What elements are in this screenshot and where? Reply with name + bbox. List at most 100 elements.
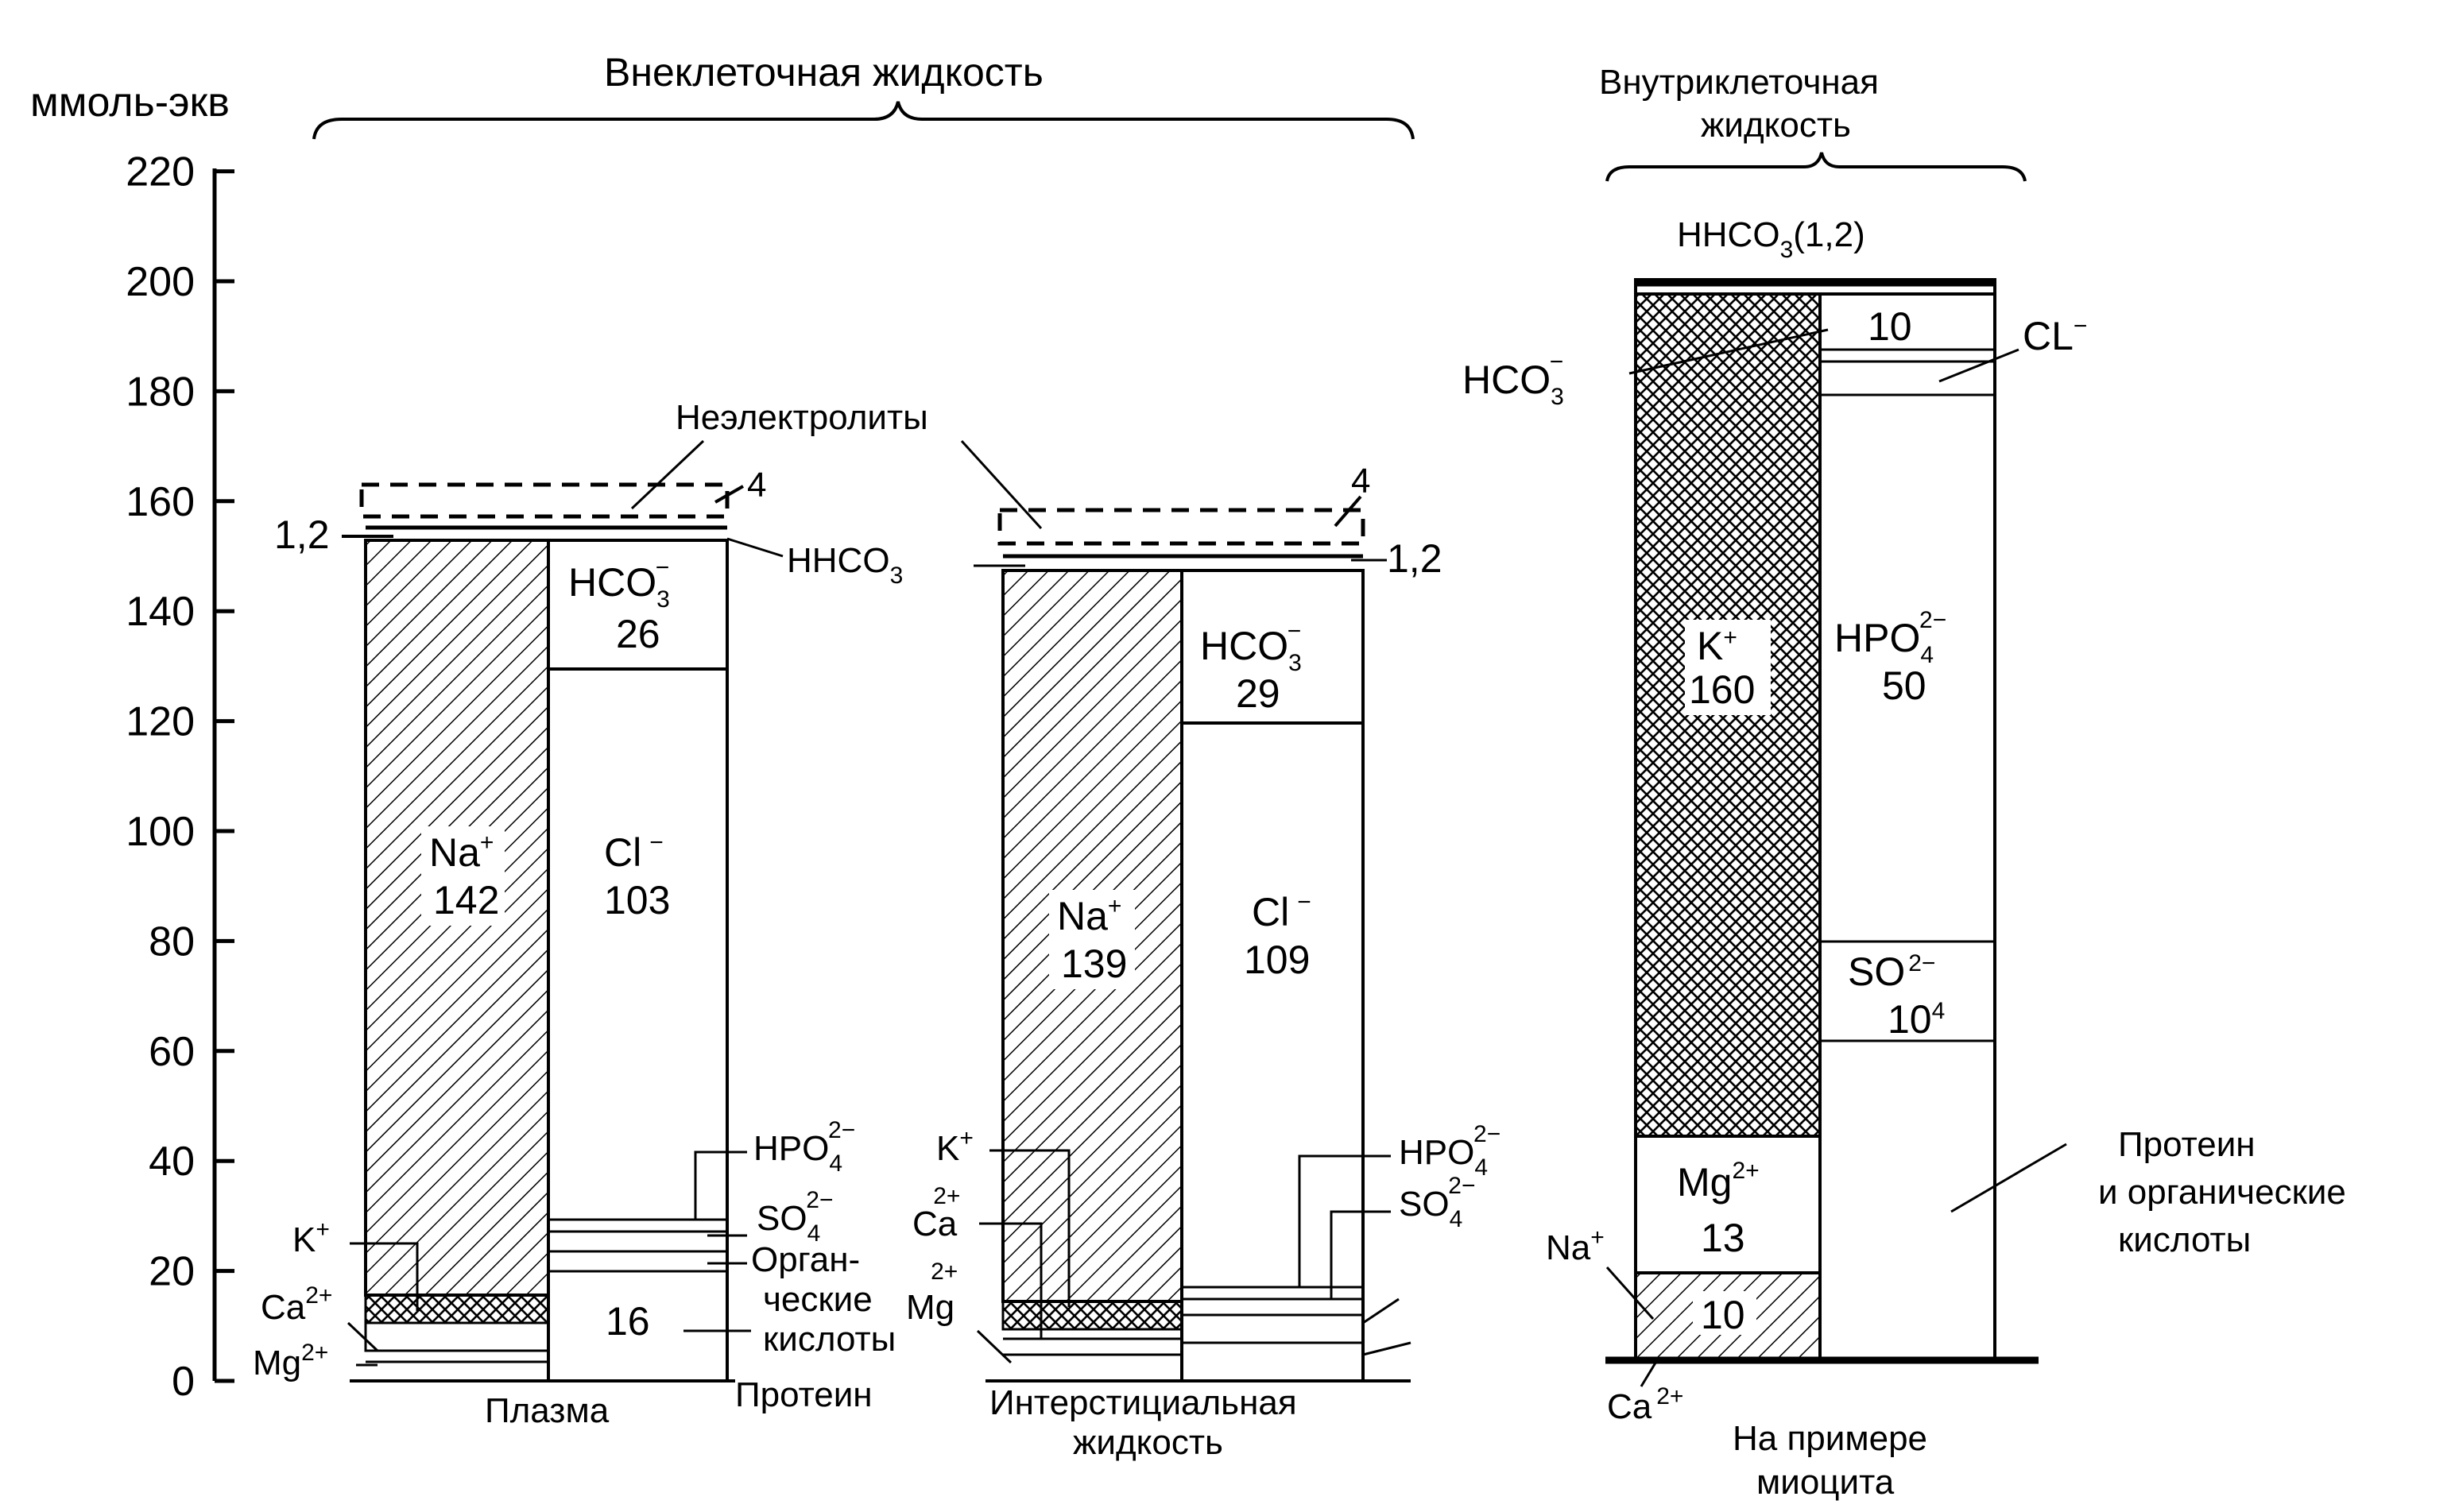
so4-pointer-interstitial xyxy=(1330,1210,1391,1299)
y-tick-label: 200 xyxy=(126,259,195,305)
plasma-nonelectrolytes-value: 4 xyxy=(747,466,766,505)
plasma-ca-block xyxy=(364,1321,550,1352)
myocyte-mg-value: 13 xyxy=(1701,1216,1745,1260)
interstitial-k-pointer xyxy=(989,1149,1071,1307)
so4-label-plasma: SO42− xyxy=(757,1187,833,1247)
myocyte-so4-value: 104 xyxy=(1888,997,1945,1042)
interstitial-hco3-ion: HCO3− xyxy=(1200,618,1302,676)
interstitial-column: Na+ 139 HCO3− 29 Cl− 109 Интерстициальна… xyxy=(906,462,1500,1462)
myocyte-mg-block xyxy=(1634,1135,1822,1274)
plasma-ca-pointer xyxy=(347,1321,379,1352)
organic-label-line1: Орган- xyxy=(751,1240,860,1279)
interstitial-mg-label: Mg2+ xyxy=(906,1259,958,1327)
plasma-nonelectrolytes-pointer xyxy=(714,485,744,504)
plasma-k-block xyxy=(364,1294,550,1324)
plasma-ca-label: Ca2+ xyxy=(261,1282,332,1327)
plasma-column: Na+ 142 HCO3− 26 Cl− 103 16 Плазма Проте… xyxy=(253,466,873,1430)
plasma-hco3-ion: HCO3− xyxy=(568,555,670,613)
myocyte-hco3-pointer xyxy=(1628,328,1829,375)
interstitial-cl-ion: Cl− xyxy=(1252,889,1311,934)
plasma-mg-label: Mg2+ xyxy=(253,1340,328,1382)
interstitial-nonelectrolytes-box xyxy=(997,508,1365,546)
y-tick-label: 100 xyxy=(126,809,195,855)
myocyte-cl-pointer xyxy=(1938,348,2019,383)
y-tick-label: 120 xyxy=(126,699,195,745)
interstitial-na-label-bg xyxy=(1049,890,1135,989)
myocyte-hco3-label: HCO3− xyxy=(1462,349,1564,410)
organic-label-line3: кислоты xyxy=(763,1320,896,1359)
plasma-nonelectrolytes-box xyxy=(359,482,730,519)
y-tick-label: 160 xyxy=(126,479,195,525)
organic-label-line2: ческие xyxy=(763,1280,873,1319)
interstitial-k-block xyxy=(1001,1300,1183,1331)
myocyte-na-pointer xyxy=(1605,1266,1655,1320)
plasma-protein-label: Протеин xyxy=(735,1375,873,1414)
y-tick-label: 20 xyxy=(149,1249,195,1295)
myocyte-hpo4-value: 50 xyxy=(1882,663,1926,708)
hhco3-label: HHCO3 xyxy=(787,541,903,589)
y-tick-label: 40 xyxy=(149,1139,195,1185)
interstitial-anion-column xyxy=(1180,569,1365,1382)
y-tick-label: 180 xyxy=(126,369,195,415)
interstitial-protein-pointer xyxy=(1362,1341,1411,1356)
interstitial-k-label: K+ xyxy=(936,1125,974,1168)
interstitial-nonelectrolytes-pointer xyxy=(1334,495,1362,528)
myocyte-na-label-bg xyxy=(1693,1291,1756,1335)
plasma-hhco3-value: 1,2 xyxy=(274,512,330,557)
myocyte-example-line2: миоцита xyxy=(1756,1463,1895,1502)
nonelectrolytes-label: Неэлектролиты xyxy=(676,398,928,437)
interstitial-organic-pointer xyxy=(1362,1297,1400,1324)
interstitial-name-line1: Интерстициальная xyxy=(989,1383,1297,1422)
interstitial-na-ion: Na+ xyxy=(1057,893,1121,938)
interstitial-na-value: 139 xyxy=(1061,942,1127,986)
hpo4-label-plasma: HPO42− xyxy=(753,1117,855,1177)
myocyte-hhco3-label: HHCO3(1,2) xyxy=(1677,215,1865,263)
so4-label-interstitial: SO42− xyxy=(1399,1173,1475,1232)
y-tick-label: 80 xyxy=(149,918,195,965)
myocyte-protein-line2: и органические xyxy=(2098,1173,2346,1212)
interstitial-hhco3-value: 1,2 xyxy=(1387,536,1442,581)
interstitial-mg-pointer xyxy=(976,1329,1013,1364)
y-tick-label: 140 xyxy=(126,589,195,635)
plasma-cl-ion: Cl− xyxy=(604,829,664,875)
interstitial-ca-pointer xyxy=(979,1222,1043,1339)
intracellular-heading-line1: Внутриклеточная xyxy=(1599,63,1879,102)
nonelectrolytes-pointer-interstitial xyxy=(960,439,1043,530)
hhco3-pointer-plasma xyxy=(726,537,784,558)
interstitial-nonelectrolytes-value: 4 xyxy=(1351,462,1370,501)
myocyte-k-ion: K+ xyxy=(1697,624,1737,668)
intracellular-heading-group: Внутриклеточная жидкость xyxy=(1599,63,2027,182)
extracellular-brace xyxy=(312,101,1415,140)
y-tick-label: 220 xyxy=(126,149,195,195)
myocyte-na-label: Na+ xyxy=(1546,1224,1605,1267)
interstitial-cl-value: 109 xyxy=(1244,938,1310,982)
hpo4-label-interstitial: HPO42− xyxy=(1399,1121,1500,1181)
plasma-hco3-value: 26 xyxy=(616,612,660,656)
y-axis-unit: ммоль-экв xyxy=(30,79,230,126)
myocyte-ca-pointer xyxy=(1640,1359,1659,1387)
interstitial-hco3-value: 29 xyxy=(1236,671,1280,716)
myocyte-hco3-value: 10 xyxy=(1868,304,1912,349)
shared-anion-labels: Неэлектролиты HHCO3 HPO42− SO42− Орган- … xyxy=(630,398,1043,1359)
plasma-protein-value: 16 xyxy=(606,1299,650,1344)
hpo4-pointer-plasma xyxy=(694,1150,747,1220)
nonelectrolytes-pointer-plasma xyxy=(630,439,705,510)
myocyte-protein-pointer xyxy=(1950,1143,2067,1213)
myocyte-na-value: 10 xyxy=(1701,1293,1745,1337)
myocyte-protein-line3: кислоты xyxy=(2118,1220,2251,1259)
myocyte-hpo4-ion: HPO42− xyxy=(1834,607,1946,668)
plasma-na-ion: Na+ xyxy=(429,829,494,875)
y-tick-label: 60 xyxy=(149,1029,195,1075)
hpo4-pointer-interstitial xyxy=(1298,1154,1391,1287)
myocyte-example-line1: На примере xyxy=(1733,1419,1927,1458)
intracellular-heading-line2: жидкость xyxy=(1701,106,1851,145)
myocyte-mg-ion: Mg2+ xyxy=(1677,1158,1760,1205)
plasma-anion-column xyxy=(547,539,729,1382)
plasma-cl-value: 103 xyxy=(604,878,670,922)
